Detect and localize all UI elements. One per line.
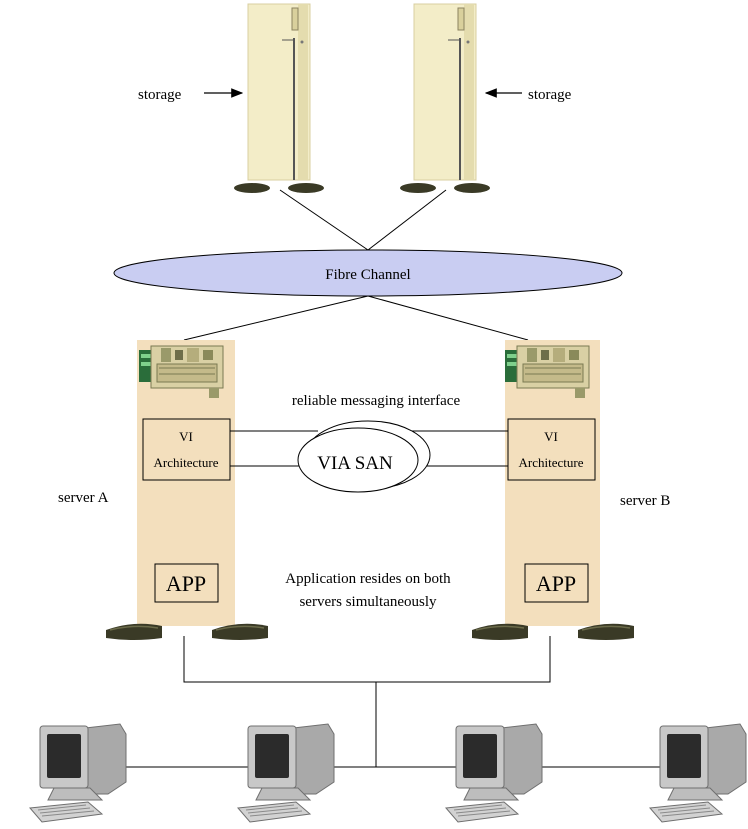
client-workstation-2: [237, 723, 335, 823]
storage-left-label: storage: [138, 87, 182, 103]
server-b-vi-architecture: VI Architecture: [507, 418, 596, 481]
server-a-label: server A: [58, 490, 109, 506]
server-a-vi-architecture: VI Architecture: [142, 418, 231, 481]
fibre-channel-label: Fibre Channel: [325, 267, 410, 283]
server-a: VI Architecture APP: [105, 340, 269, 641]
client-workstation-3: [445, 723, 543, 823]
storage-unit-right: [399, 3, 491, 194]
server-a-vi-line1: VI: [179, 429, 193, 444]
lan-network: [126, 636, 660, 768]
application-note-line1: Application resides on both: [285, 571, 451, 587]
server-b-app-label: APP: [536, 571, 576, 596]
storage-right-label: storage: [528, 87, 572, 103]
server-a-app: APP: [154, 563, 219, 603]
storage-left-link: [279, 189, 369, 251]
server-b-vi-line1: VI: [544, 429, 558, 444]
via-san: VIA SAN: [297, 420, 431, 493]
server-b-label: server B: [620, 493, 670, 509]
server-a-app-label: APP: [166, 571, 206, 596]
fibre-to-server-a-link: [183, 295, 369, 341]
fibre-channel: Fibre Channel: [113, 249, 623, 297]
server-b: VI Architecture APP: [471, 340, 635, 641]
storage-unit-left: [233, 3, 325, 194]
client-workstation-4: [649, 723, 747, 823]
server-b-vi-line2: Architecture: [519, 455, 584, 470]
via-san-label: VIA SAN: [317, 453, 393, 474]
application-note-line2: servers simultaneously: [299, 594, 437, 610]
reliable-messaging-label: reliable messaging interface: [292, 393, 461, 409]
client-workstation-1: [29, 723, 127, 823]
storage-right-link: [367, 189, 447, 251]
server-a-vi-line2: Architecture: [154, 455, 219, 470]
server-b-app: APP: [524, 563, 589, 603]
fibre-to-server-b-link: [367, 295, 529, 341]
